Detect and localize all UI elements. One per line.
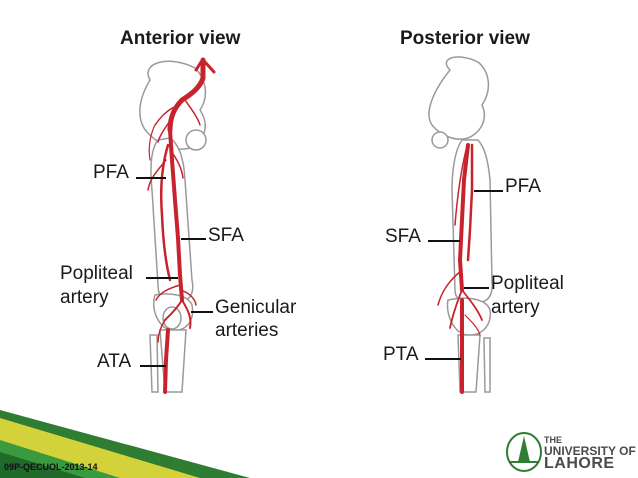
posterior-popliteal-leader	[464, 287, 489, 289]
anterior-genicular-leader	[191, 311, 213, 313]
posterior-arteries	[437, 143, 483, 394]
university-emblem-icon	[506, 432, 542, 472]
posterior-sfa-leader	[428, 240, 460, 242]
anterior-sfa-label: SFA	[208, 225, 244, 246]
posterior-pfa-leader	[474, 190, 503, 192]
anterior-popliteal-label-line2: artery	[60, 287, 109, 308]
anterior-ata-leader	[140, 365, 166, 367]
anterior-genicular-label-line1: Genicular	[215, 297, 297, 318]
posterior-popliteal-label-line2: artery	[491, 297, 540, 318]
posterior-view-title: Posterior view	[400, 28, 530, 49]
anterior-pfa-leader	[136, 177, 166, 179]
anterior-pfa-label: PFA	[93, 162, 129, 183]
logo-university-of-text: UNIVERSITY OF	[544, 444, 636, 458]
posterior-popliteal-label-line1: Popliteal	[491, 273, 564, 294]
logo-the-text: THE	[544, 435, 562, 445]
anterior-sfa-leader	[181, 238, 206, 240]
anterior-view-title: Anterior view	[120, 28, 241, 49]
university-logo: THE UNIVERSITY OF LAHORE	[502, 432, 636, 474]
anterior-popliteal-leader	[146, 277, 178, 279]
anterior-popliteal-label-line1: Popliteal	[60, 263, 133, 284]
logo-lahore-text: LAHORE	[544, 455, 615, 472]
anterior-genicular-label-line2: arteries	[215, 320, 279, 341]
posterior-pta-leader	[425, 358, 461, 360]
anterior-arteries	[147, 57, 216, 394]
posterior-pfa-label: PFA	[505, 176, 541, 197]
footer-wedge	[0, 410, 250, 478]
posterior-sfa-label: SFA	[385, 226, 421, 247]
posterior-pta-label: PTA	[383, 344, 419, 365]
anterior-ata-label: ATA	[97, 351, 132, 372]
document-code: 09P-QECUOL-2013-14	[4, 462, 98, 472]
